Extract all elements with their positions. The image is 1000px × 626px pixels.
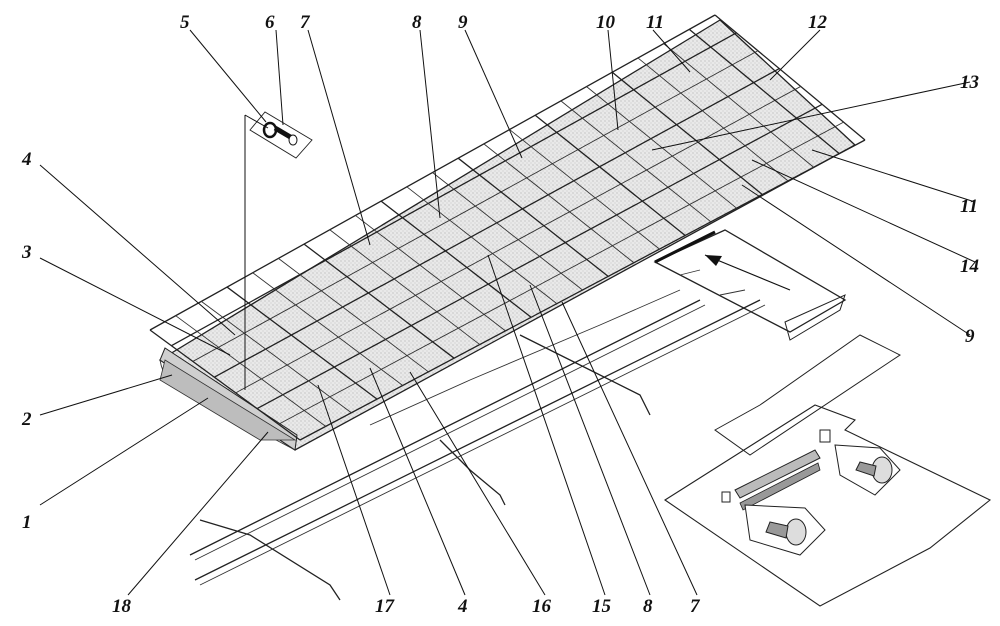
callout-9: 9 <box>458 12 468 33</box>
frame-crossbar <box>688 28 840 155</box>
frame-edge <box>714 14 866 141</box>
rail-rods <box>189 289 766 601</box>
callout-11: 11 <box>960 196 978 217</box>
callout-7: 7 <box>300 12 311 33</box>
screw-icon <box>744 504 826 556</box>
frame-crossbar <box>355 215 506 332</box>
side-panel <box>653 229 847 341</box>
callout-8: 8 <box>643 596 653 617</box>
callout-15: 15 <box>592 596 612 617</box>
padded-panel <box>158 19 857 451</box>
frame-crossbar <box>534 114 686 236</box>
frame-crossbar <box>252 272 403 386</box>
frame-crossbar <box>483 143 635 264</box>
frame-crossbar <box>560 100 712 223</box>
leader-lines <box>39 29 976 596</box>
screw-icon <box>834 444 901 496</box>
frame-crossbar <box>432 172 583 291</box>
grid-frame <box>149 14 866 441</box>
callout-labels: 1 2 3 4 4 5 6 7 7 8 8 9 9 10 11 11 12 13… <box>21 12 979 617</box>
frame-crossbar <box>509 129 660 250</box>
callout-4: 4 <box>457 596 468 617</box>
frame-crossbar <box>329 229 481 345</box>
frame-crossbar <box>586 86 737 209</box>
frame-crossbar <box>457 157 609 277</box>
frame-crossbar <box>175 315 326 427</box>
frame-crossbar <box>226 286 378 400</box>
callout-16: 16 <box>532 596 552 617</box>
callout-13: 13 <box>960 72 979 93</box>
frame-edge <box>149 329 301 441</box>
callout-1: 1 <box>22 512 32 533</box>
mounting-strip <box>721 429 831 511</box>
fastener-detail-sheet <box>663 334 992 607</box>
frame-crossbar <box>201 301 352 414</box>
callout-12: 12 <box>808 12 828 33</box>
callout-11: 11 <box>646 12 664 33</box>
callout-3: 3 <box>21 242 32 263</box>
callout-6: 6 <box>265 12 275 33</box>
callout-5: 5 <box>180 12 190 33</box>
arrow-icon <box>704 254 791 291</box>
frame-crossbar <box>637 57 789 182</box>
frame-crossbar <box>611 71 763 196</box>
callout-17: 17 <box>375 596 396 617</box>
callout-10: 10 <box>596 12 616 33</box>
callout-2: 2 <box>21 409 32 430</box>
callout-4: 4 <box>21 149 32 170</box>
frame-crossbar <box>406 186 558 304</box>
frame-crossbar <box>278 258 429 373</box>
callout-18: 18 <box>112 596 132 617</box>
bolt-washer-detail <box>244 111 313 390</box>
callout-7: 7 <box>690 596 701 617</box>
frame-crossbar <box>663 43 814 168</box>
frame-crossbar <box>380 200 532 318</box>
callout-8: 8 <box>412 12 422 33</box>
callout-14: 14 <box>960 256 979 277</box>
callout-9: 9 <box>965 326 975 347</box>
frame-crossbar <box>303 243 455 359</box>
